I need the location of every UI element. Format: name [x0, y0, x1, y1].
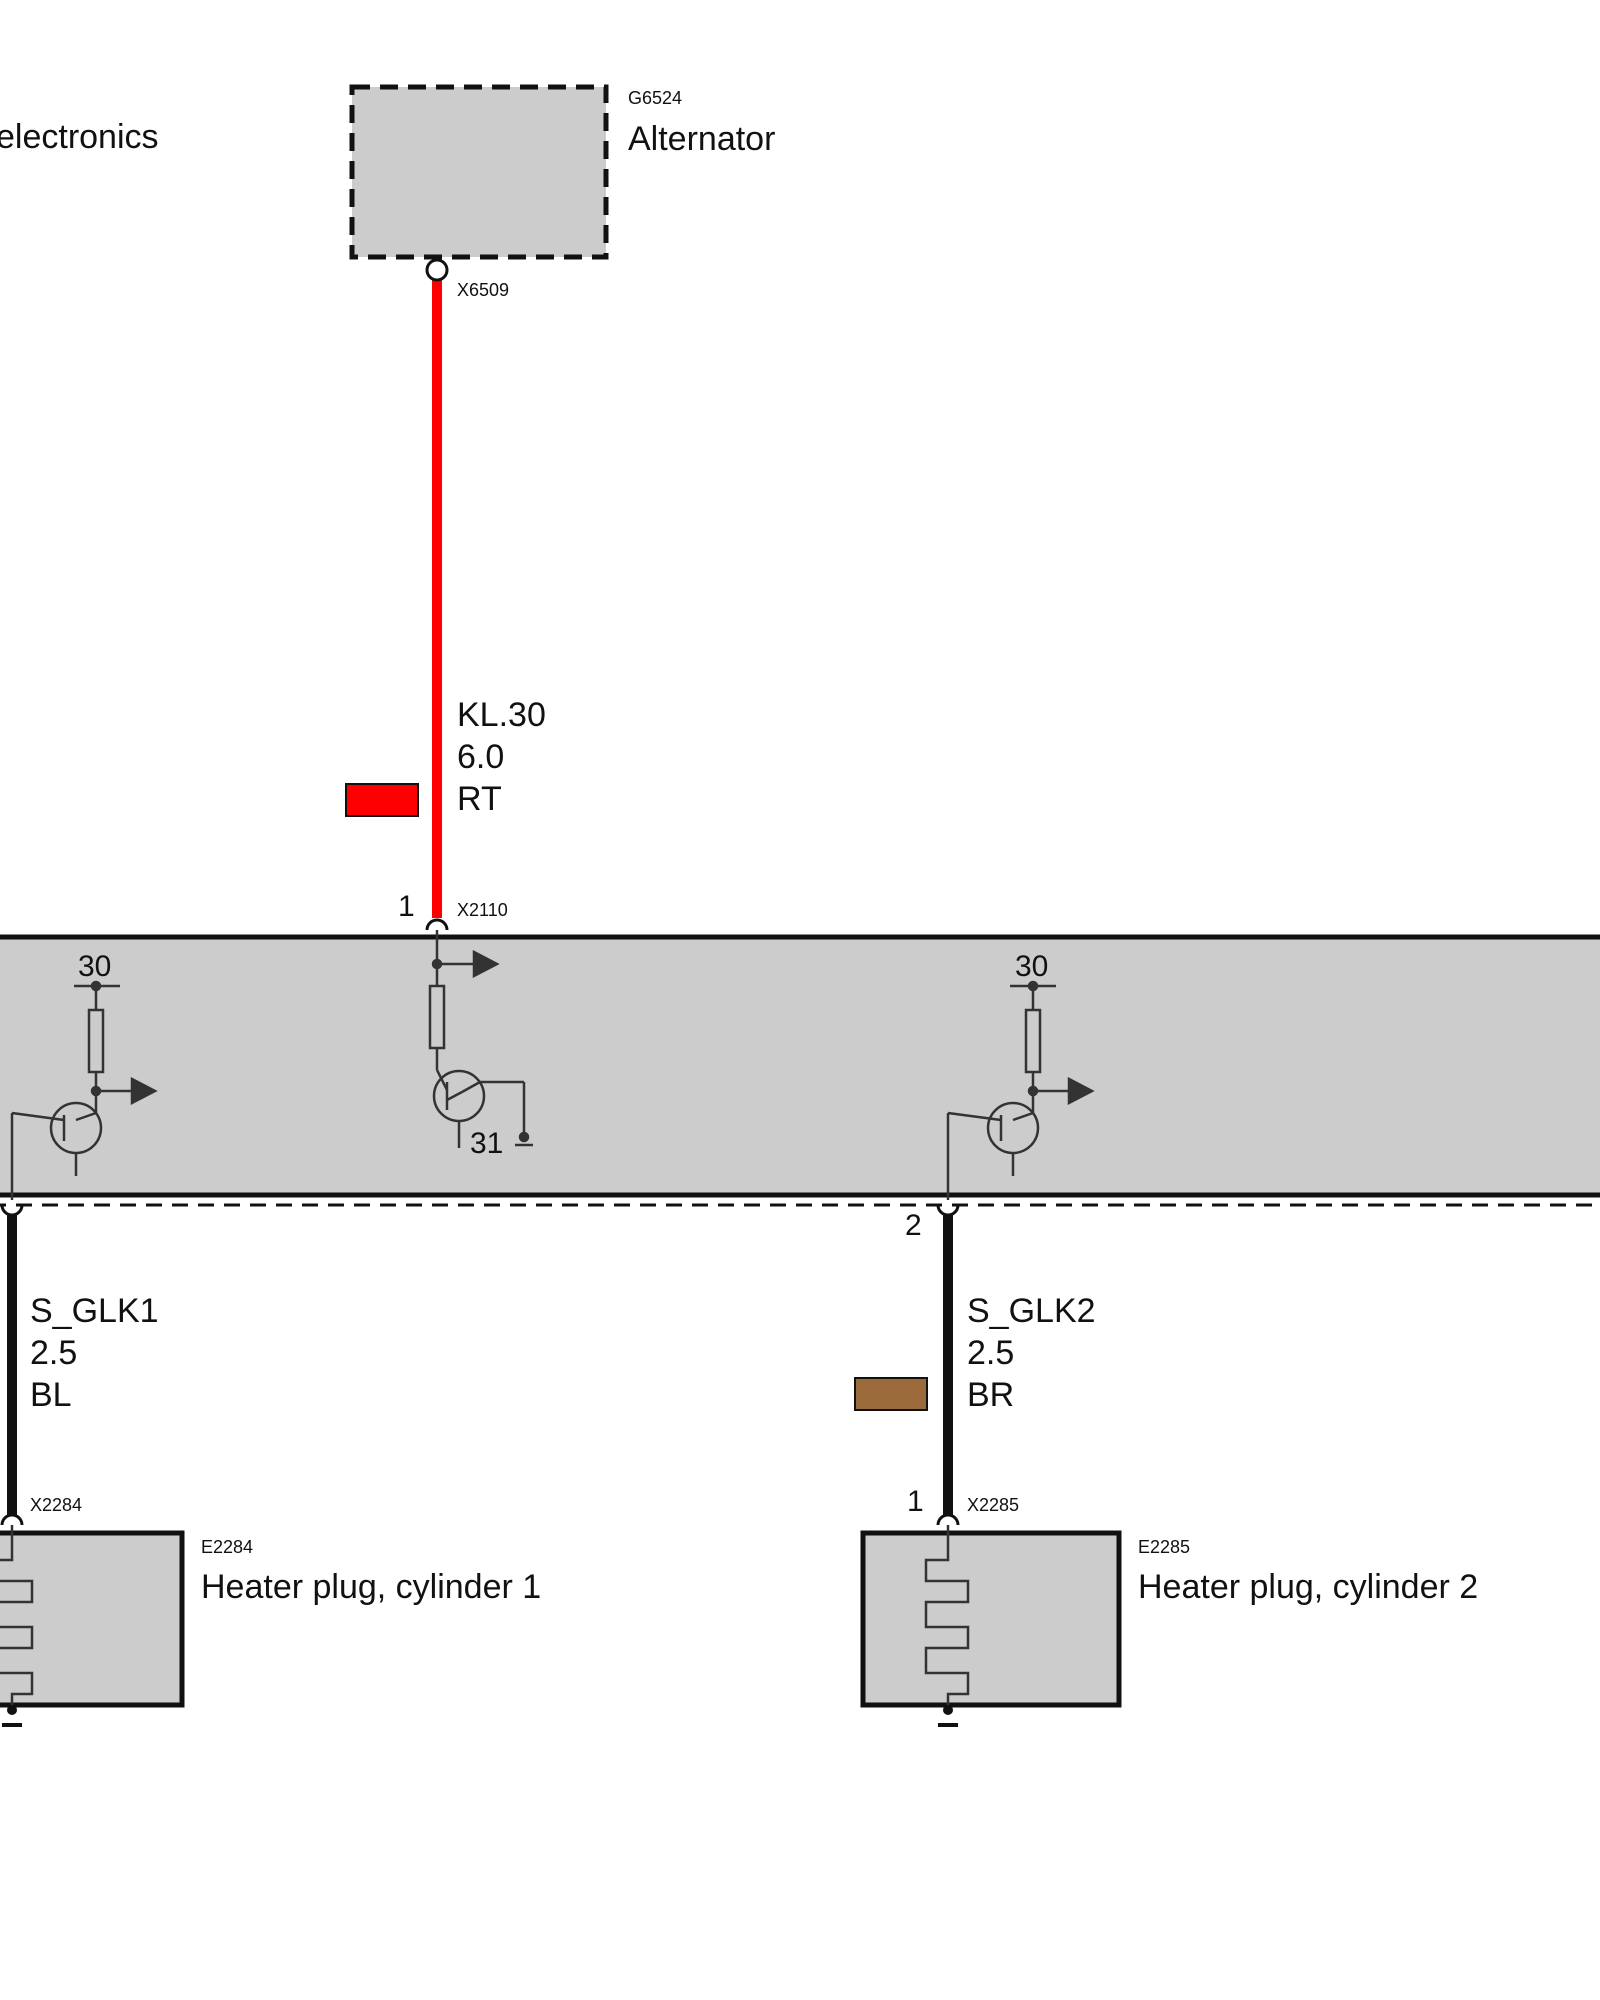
control-unit-body[interactable] [0, 937, 1600, 1195]
glk2-cross-section: 2.5 [967, 1334, 1014, 1372]
heater-plug-1-code: E2284 [201, 1537, 253, 1557]
alternator-name: Alternator [628, 120, 775, 158]
control-unit-label: electronics [0, 118, 159, 156]
x2110-connector-pin [425, 918, 449, 931]
x2285-label: X2285 [967, 1495, 1019, 1515]
right-supply-label: 30 [1015, 950, 1048, 983]
heater-plug-1-element [0, 1525, 34, 1710]
alternator-code: G6524 [628, 88, 682, 108]
x2110-pin-number: 1 [398, 890, 415, 923]
alternator-box[interactable] [349, 84, 609, 260]
glk1-signal: S_GLK1 [30, 1292, 159, 1330]
heater-plug-1-box[interactable] [0, 1530, 185, 1708]
heater-plug-2-code: E2285 [1138, 1537, 1190, 1557]
heater-plug-1-ground-dot [7, 1705, 17, 1715]
glk2-bottom-pin-number: 1 [907, 1485, 924, 1518]
glk1-cross-section: 2.5 [30, 1334, 77, 1372]
kl30-color-swatch [345, 783, 419, 817]
left-supply-label: 30 [78, 950, 111, 983]
heater-plug-2-element [924, 1525, 970, 1710]
glk2-color-swatch [854, 1377, 928, 1411]
glk2-color-code: BR [967, 1376, 1014, 1414]
kl30-signal: KL.30 [457, 696, 546, 734]
kl30-color-code: RT [457, 780, 502, 818]
alternator-connector-label: X6509 [457, 280, 509, 300]
x2285-connector-pin [936, 1513, 960, 1526]
kl30-cross-section: 6.0 [457, 738, 504, 776]
heater-plug-1-name: Heater plug, cylinder 1 [201, 1568, 541, 1606]
heater-plug-2-name: Heater plug, cylinder 2 [1138, 1568, 1478, 1606]
heater-plug-2-box[interactable] [860, 1530, 1122, 1708]
glk2-top-pin-number: 2 [905, 1209, 922, 1242]
x2284-connector-pin [0, 1513, 24, 1526]
x2110-label: X2110 [457, 900, 508, 920]
right-internal-circuit [946, 980, 1095, 1200]
glk1-color-code: BL [30, 1376, 72, 1414]
heater-plug-2-ground-dot [943, 1705, 953, 1715]
glk2-signal: S_GLK2 [967, 1292, 1096, 1330]
left-internal-circuit [10, 980, 158, 1200]
ground-31-label: 31 [470, 1127, 503, 1160]
center-internal-circuit [428, 930, 533, 1148]
alternator-connector-pin [425, 258, 449, 282]
x2284-label: X2284 [30, 1495, 82, 1515]
